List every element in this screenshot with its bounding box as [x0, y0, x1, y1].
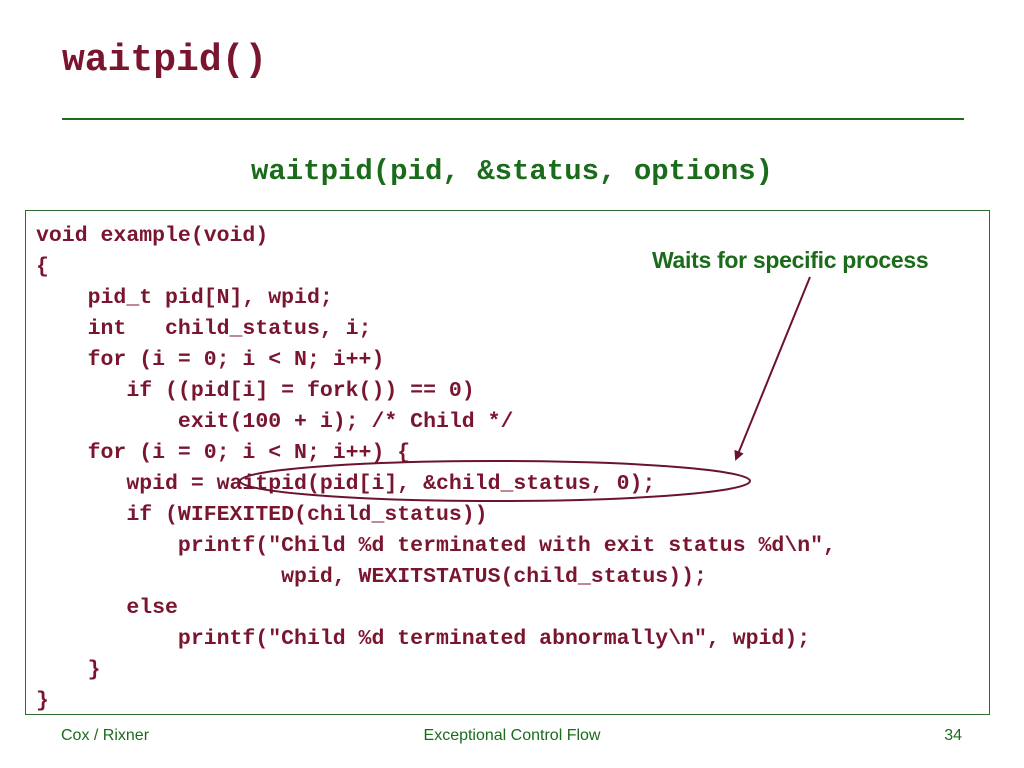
code-line: else	[36, 596, 178, 620]
slide-title: waitpid()	[62, 39, 268, 82]
code-line: if ((pid[i] = fork()) == 0)	[36, 379, 475, 403]
code-line: for (i = 0; i < N; i++)	[36, 348, 385, 372]
code-line: }	[36, 658, 101, 682]
code-line: }	[36, 689, 49, 713]
code-line: pid_t pid[N], wpid;	[36, 286, 333, 310]
code-line: int child_status, i;	[36, 317, 372, 341]
code-block: void example(void) { pid_t pid[N], wpid;…	[25, 210, 990, 715]
function-signature: waitpid(pid, &status, options)	[250, 155, 774, 188]
code-line: exit(100 + i); /* Child */	[36, 410, 514, 434]
code-line: printf("Child %d terminated abnormally\n…	[36, 627, 811, 651]
page-number: 34	[944, 727, 962, 744]
footer-author: Cox / Rixner	[61, 727, 150, 744]
title-divider	[62, 118, 964, 120]
code-line: wpid = waitpid(pid[i], &child_status, 0)…	[36, 472, 656, 496]
code-line: void example(void)	[36, 224, 269, 248]
code-line: if (WIFEXITED(child_status))	[36, 503, 488, 527]
code-line: wpid, WEXITSTATUS(child_status));	[36, 565, 707, 589]
callout-label: Waits for specific process	[652, 247, 929, 273]
code-line: for (i = 0; i < N; i++) {	[36, 441, 411, 465]
code-line: printf("Child %d terminated with exit st…	[36, 534, 836, 558]
footer-topic: Exceptional Control Flow	[423, 727, 601, 744]
code-line: {	[36, 255, 49, 279]
